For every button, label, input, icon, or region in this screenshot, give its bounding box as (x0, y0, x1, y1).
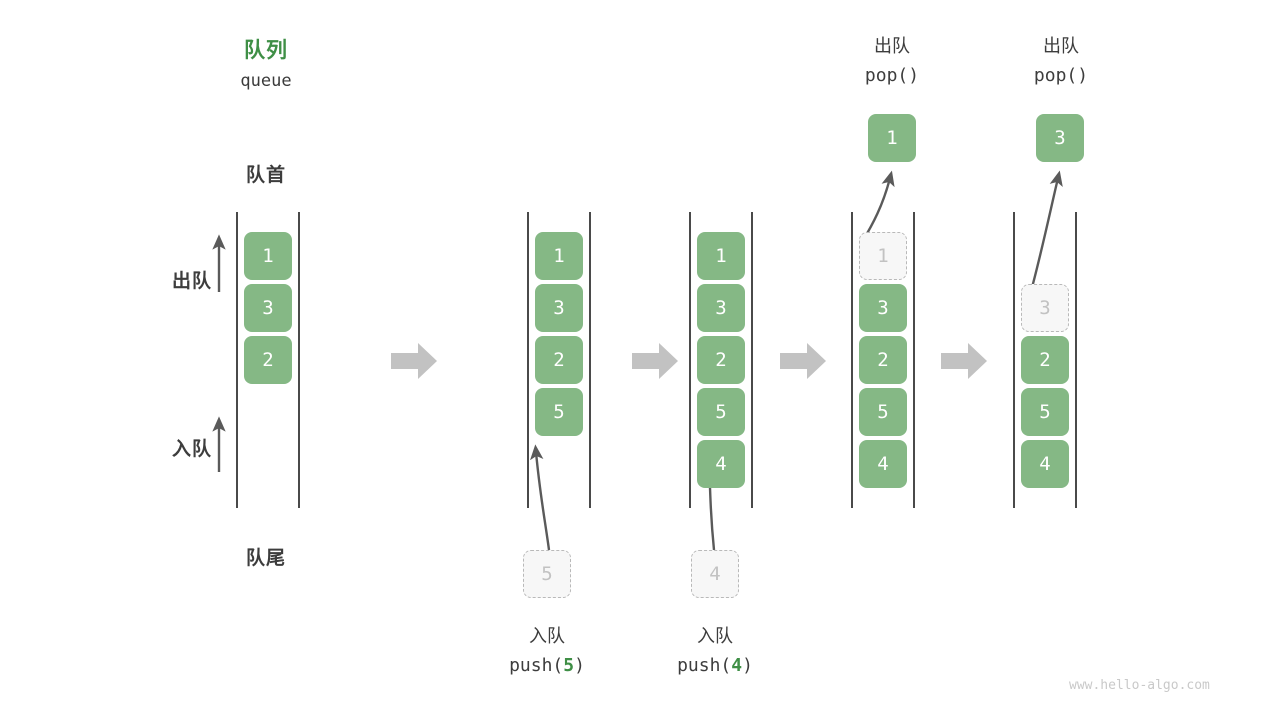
queue-rail-push-5: 1 3 2 5 (527, 212, 591, 508)
code-prefix: push( (677, 655, 732, 676)
enqueue-direction-label: 入队 (171, 439, 212, 460)
queue-cell: 1 (535, 232, 583, 280)
step-caption-cn: 出队 (874, 36, 910, 56)
queue-cell: 2 (697, 336, 745, 384)
step-caption-code: pop() (996, 65, 1126, 86)
step-arrow-icon (941, 343, 987, 379)
step-caption-cn: 出队 (1043, 36, 1079, 56)
pending-push-cell: 5 (523, 550, 571, 598)
queue-cell: 3 (244, 284, 292, 332)
step-arrow-icon (632, 343, 678, 379)
code-suffix: ) (574, 655, 585, 676)
code-suffix: ) (1077, 65, 1089, 86)
queue-cell: 2 (1021, 336, 1069, 384)
popped-cell: 1 (868, 114, 916, 162)
queue-cell: 1 (244, 232, 292, 280)
step-caption-cn: 入队 (529, 626, 565, 646)
rail-line-right (751, 212, 753, 508)
step-caption-code: pop() (827, 65, 957, 86)
rail-line-right (913, 212, 915, 508)
queue-cell: 5 (697, 388, 745, 436)
removed-cell-ghost: 3 (1021, 284, 1069, 332)
queue-rail-initial: 1 3 2 (236, 212, 300, 508)
rail-line-left (689, 212, 691, 508)
code-prefix: push( (509, 655, 564, 676)
queue-rail-push-4: 1 3 2 5 4 (689, 212, 753, 508)
code-value: 4 (731, 655, 743, 676)
page-subtitle: queue (240, 71, 292, 91)
queue-cell: 3 (697, 284, 745, 332)
queue-cell-new: 5 (535, 388, 583, 436)
rail-line-left (851, 212, 853, 508)
code-suffix: ) (908, 65, 920, 86)
page-title: 队列 (244, 39, 288, 62)
popped-cell: 3 (1036, 114, 1084, 162)
step-arrow-icon (780, 343, 826, 379)
rear-label: 队尾 (245, 548, 286, 569)
watermark: www.hello-algo.com (1069, 678, 1210, 693)
rail-line-left (236, 212, 238, 508)
queue-rail-pop-3: 3 2 5 4 (1013, 212, 1077, 508)
queue-cell: 1 (697, 232, 745, 280)
queue-cell: 3 (535, 284, 583, 332)
pending-push-cell: 4 (691, 550, 739, 598)
front-label: 队首 (245, 165, 286, 186)
queue-rail-pop-1: 1 3 2 5 4 (851, 212, 915, 508)
dequeue-direction-label: 出队 (171, 271, 212, 292)
rail-line-left (527, 212, 529, 508)
rail-line-left (1013, 212, 1015, 508)
code-suffix: ) (742, 655, 753, 676)
code-value: 5 (563, 655, 575, 676)
removed-cell-ghost: 1 (859, 232, 907, 280)
step-caption-code: push(5) (472, 655, 622, 676)
queue-cell: 2 (535, 336, 583, 384)
queue-cell: 2 (859, 336, 907, 384)
code-prefix: pop( (864, 65, 909, 86)
queue-cell: 4 (859, 440, 907, 488)
rail-line-right (589, 212, 591, 508)
rail-line-right (298, 212, 300, 508)
step-arrow-icon (391, 343, 437, 379)
queue-cell: 3 (859, 284, 907, 332)
rail-line-right (1075, 212, 1077, 508)
queue-cell: 5 (1021, 388, 1069, 436)
code-prefix: pop( (1033, 65, 1078, 86)
step-caption-cn: 入队 (697, 626, 733, 646)
queue-cell: 2 (244, 336, 292, 384)
queue-cell-new: 4 (697, 440, 745, 488)
step-caption-code: push(4) (640, 655, 790, 676)
queue-cell: 5 (859, 388, 907, 436)
queue-cell: 4 (1021, 440, 1069, 488)
